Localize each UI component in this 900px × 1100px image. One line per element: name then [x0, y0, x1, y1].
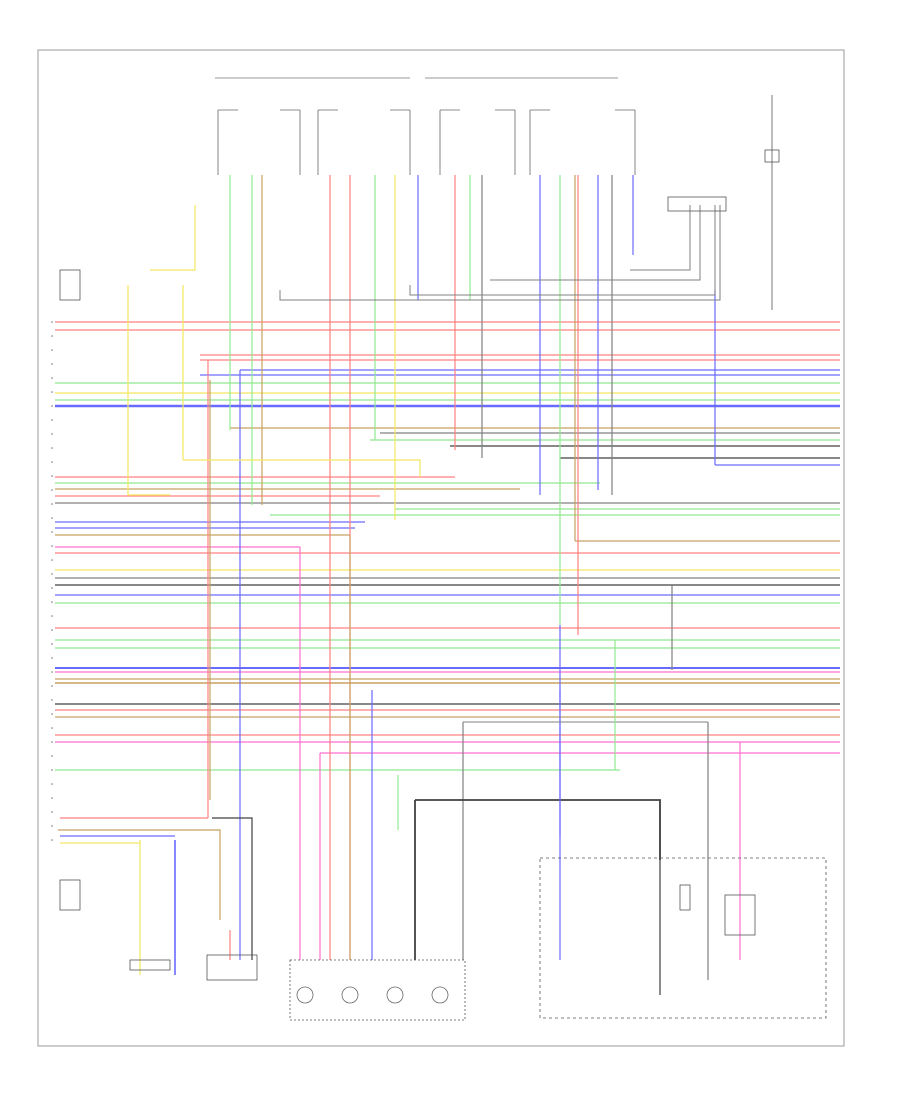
- pin-mark: [51, 699, 53, 701]
- routed-wire: [212, 817, 253, 960]
- pin-mark: [51, 503, 53, 505]
- fuse-box: [764, 149, 780, 163]
- pin-mark: [51, 433, 53, 435]
- pin-mark: [51, 671, 53, 673]
- pin-mark: [51, 601, 53, 603]
- pin-mark: [51, 559, 53, 561]
- routed-wire: [279, 205, 721, 301]
- pressure-sensor: [431, 986, 449, 1004]
- pin-mark: [51, 825, 53, 827]
- pin-mark: [51, 615, 53, 617]
- routed-wire: [150, 205, 196, 271]
- pin-mark: [51, 769, 53, 771]
- pin-mark: [51, 545, 53, 547]
- pin-mark: [51, 839, 53, 841]
- pressure-sensor: [296, 986, 314, 1004]
- relay: [724, 894, 756, 936]
- pin-mark: [51, 727, 53, 729]
- pin-mark: [51, 405, 53, 407]
- pin-mark: [51, 741, 53, 743]
- pin-mark: [51, 797, 53, 799]
- routed-wire: [630, 205, 691, 271]
- routed-wire: [415, 799, 661, 860]
- pin-mark: [51, 475, 53, 477]
- pin-mark: [51, 573, 53, 575]
- pin-mark: [51, 783, 53, 785]
- pin-mark: [51, 349, 53, 351]
- pin-mark: [51, 321, 53, 323]
- pin-mark: [51, 419, 53, 421]
- left-connector: [59, 269, 81, 301]
- pin-mark: [51, 447, 53, 449]
- routed-wire: [58, 829, 221, 920]
- pin-mark: [51, 489, 53, 491]
- pin-mark: [51, 335, 53, 337]
- pin-mark: [51, 363, 53, 365]
- pin-mark: [51, 713, 53, 715]
- pin-mark: [51, 461, 53, 463]
- pressure-sensor: [386, 986, 404, 1004]
- pin-mark: [51, 643, 53, 645]
- pin-mark: [51, 755, 53, 757]
- component-layer: [51, 77, 827, 1021]
- wire-layer: [55, 95, 840, 995]
- pin-mark: [51, 629, 53, 631]
- pin-mark: [51, 391, 53, 393]
- routed-wire: [409, 205, 716, 296]
- pin-mark: [51, 811, 53, 813]
- relay-box: [539, 857, 827, 1019]
- fuse-small: [679, 884, 691, 911]
- pin-mark: [51, 587, 53, 589]
- sensor-group: [289, 959, 466, 1021]
- connector-block: [667, 196, 727, 212]
- routed-wire: [490, 205, 701, 281]
- pin-mark: [51, 531, 53, 533]
- routed-wire: [183, 459, 421, 477]
- pin-mark: [51, 685, 53, 687]
- pin-mark: [51, 657, 53, 659]
- pressure-sensor: [341, 986, 359, 1004]
- control-module: [206, 954, 258, 981]
- diagram-frame: [37, 49, 845, 1047]
- ignition-switch: [129, 959, 171, 971]
- left-connector: [59, 879, 81, 911]
- pin-mark: [51, 377, 53, 379]
- pin-mark: [51, 517, 53, 519]
